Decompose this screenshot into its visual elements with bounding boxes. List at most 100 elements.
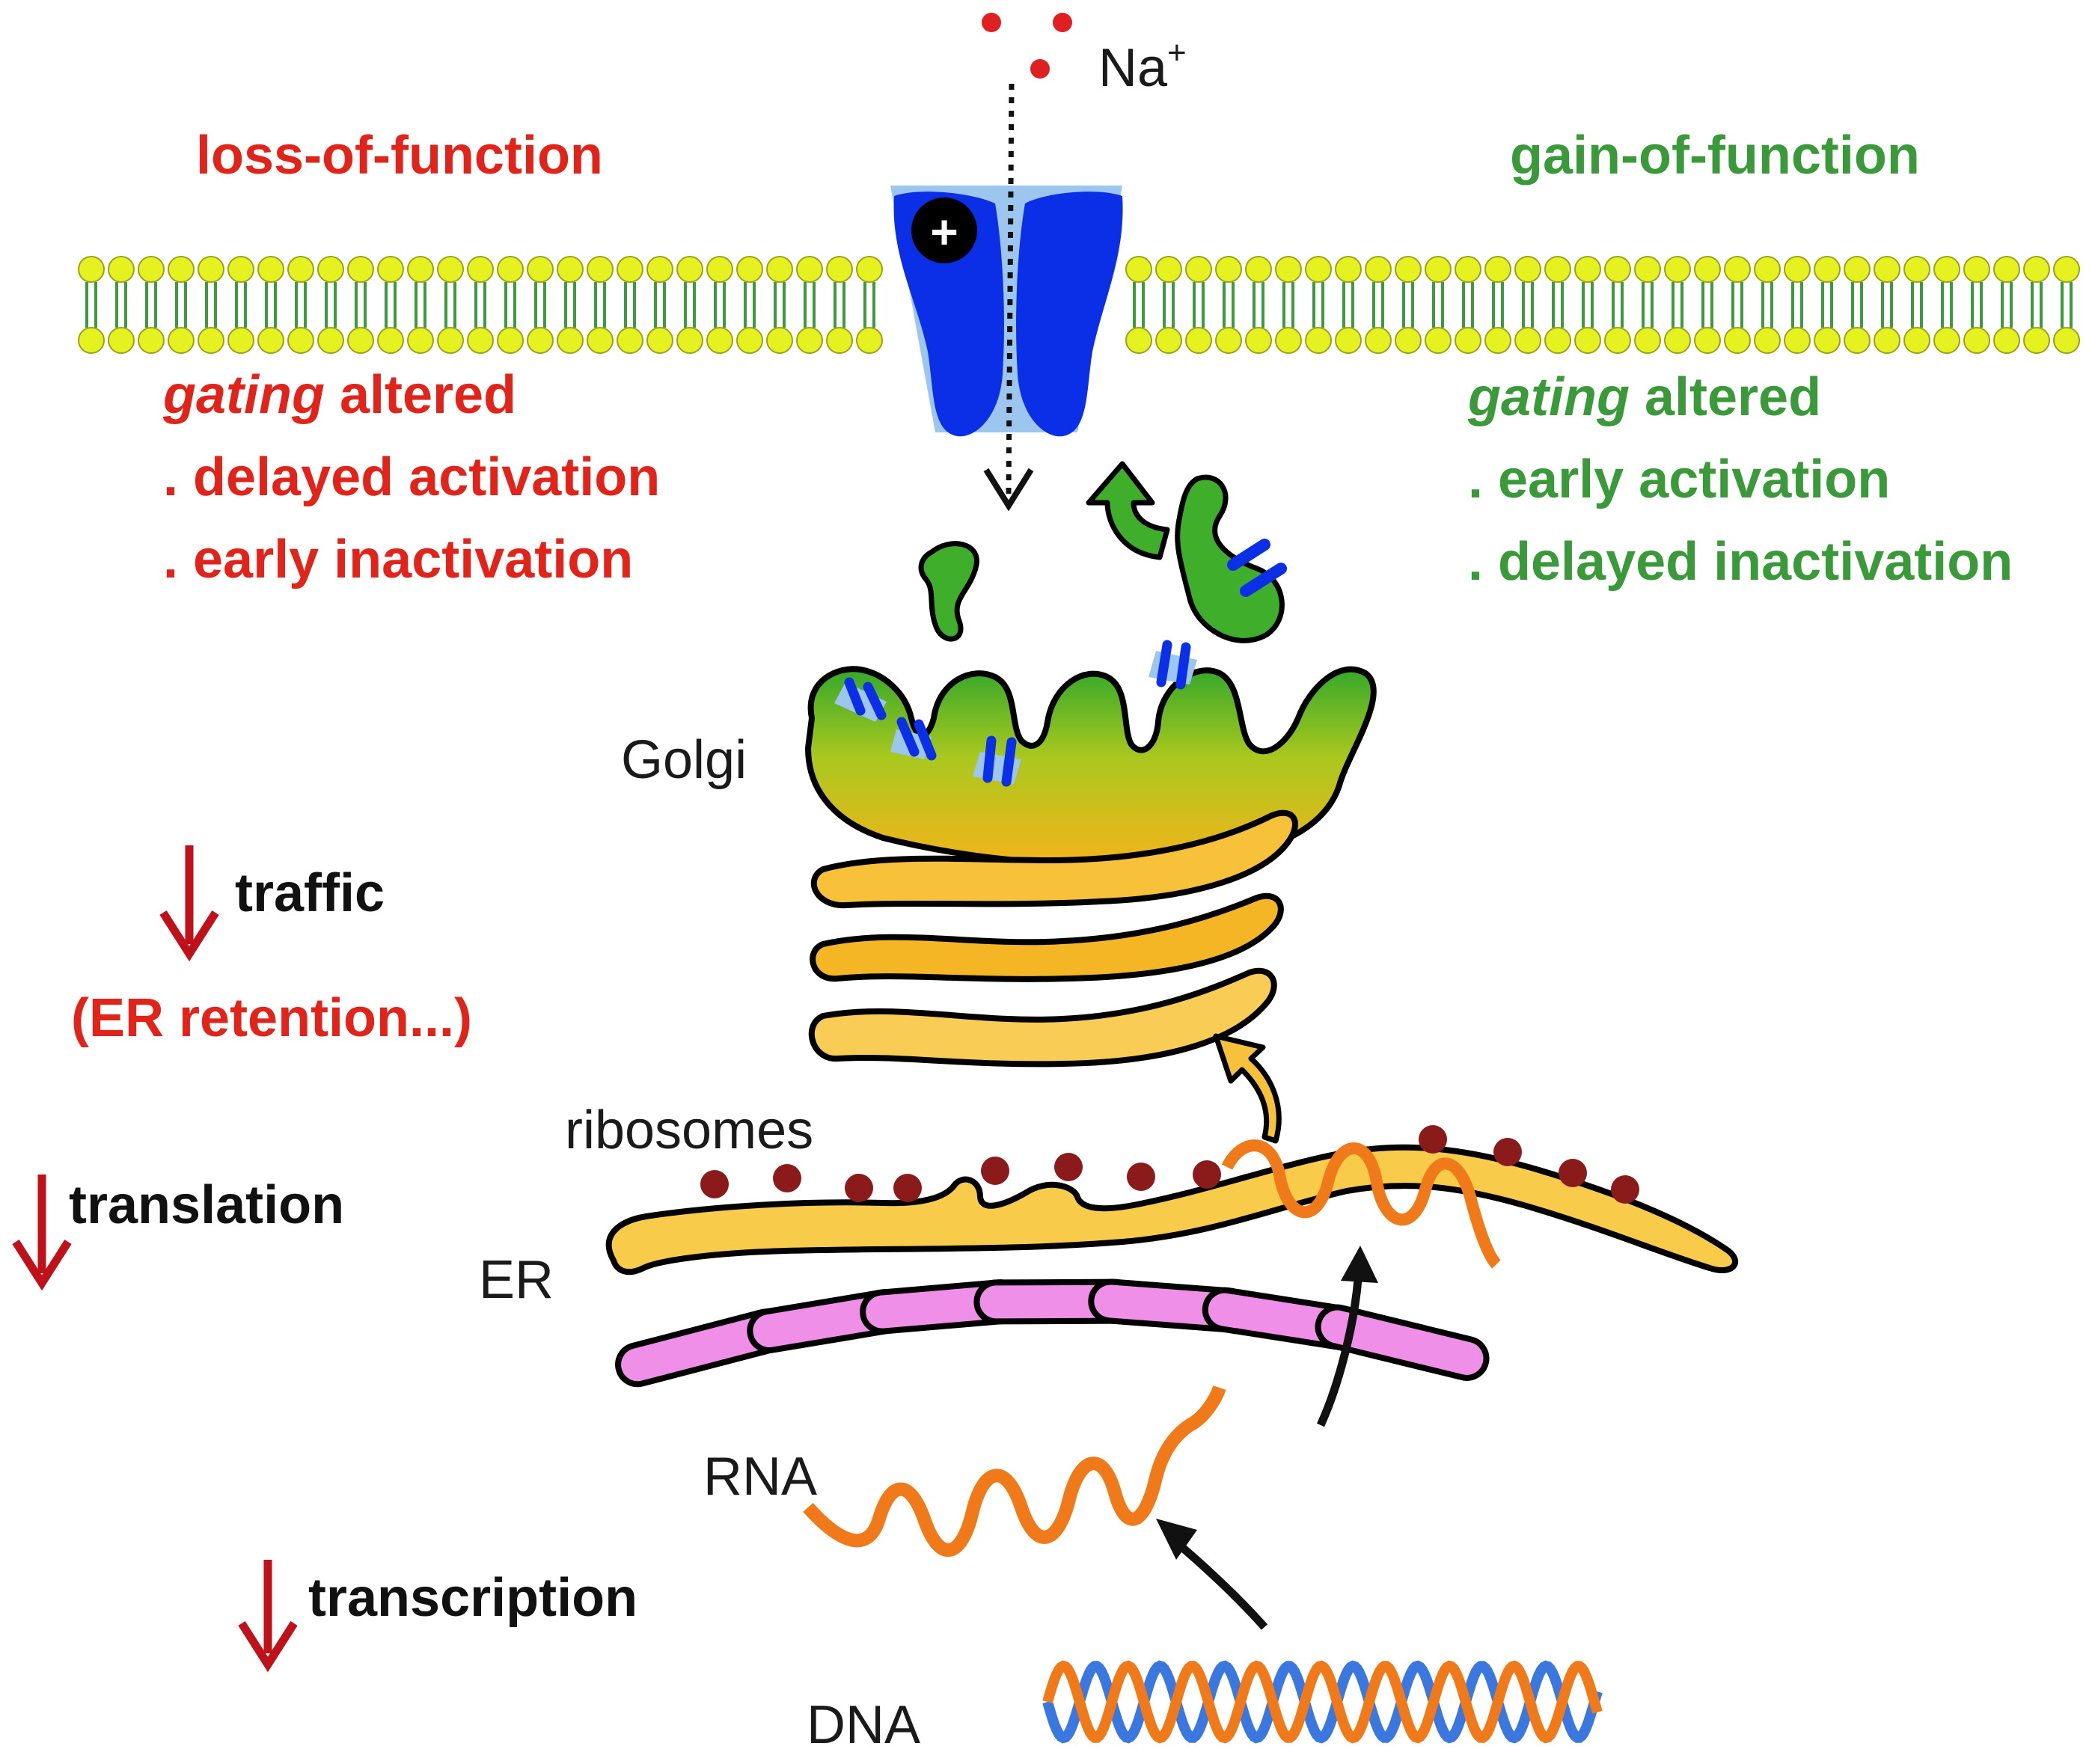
lipid-head	[467, 327, 494, 354]
lipid-head	[198, 327, 224, 354]
lipid-head	[1814, 327, 1841, 354]
er-label: ER	[479, 1250, 554, 1310]
channel-charge-label: +	[930, 205, 958, 259]
lipid-head	[1395, 327, 1422, 354]
rna-export-arrowhead	[1341, 1246, 1378, 1283]
lipid-head	[706, 327, 733, 354]
rna-strand	[803, 1385, 1226, 1557]
lipid-head	[257, 327, 284, 354]
nuclear-envelope	[615, 1278, 1490, 1388]
lipid-head	[1963, 327, 1990, 354]
channel-right-subunit	[1016, 192, 1123, 437]
lipid-head	[1455, 327, 1481, 354]
lipid-head	[527, 327, 554, 354]
lipid-head	[557, 327, 584, 354]
rna-on-er	[1221, 1139, 1502, 1269]
lipid-head	[1694, 327, 1721, 354]
lipid-head	[1604, 256, 1631, 283]
lipid-head	[1634, 256, 1661, 283]
dna-label: DNA	[807, 1695, 920, 1755]
lipid-head	[796, 327, 823, 354]
lipid-head	[1784, 327, 1811, 354]
lipid-head	[736, 256, 763, 283]
sodium-ion-icon	[982, 13, 1072, 79]
sodium-channel: +	[890, 186, 1123, 437]
golgi-apparatus	[804, 640, 1377, 1068]
ion-flow-arrowhead	[983, 468, 1034, 512]
ribosome-icon	[700, 1125, 1639, 1204]
golgi-cisterna-3	[810, 892, 1284, 982]
lipid-head	[1963, 256, 1990, 283]
lipid-head	[1814, 256, 1841, 283]
lipid-head	[1874, 256, 1900, 283]
lipid-head	[646, 327, 673, 354]
lipid-head	[1395, 256, 1422, 283]
lipid-head	[1724, 327, 1751, 354]
lipid-head	[1425, 256, 1452, 283]
lipid-head	[1215, 327, 1242, 354]
lipid-head	[168, 256, 195, 283]
lipid-head	[706, 256, 733, 283]
lipid-head	[826, 256, 853, 283]
traffic-label: traffic	[235, 863, 385, 923]
lipid-head	[317, 256, 344, 283]
lipid-head	[108, 327, 135, 354]
dna-double-helix	[1042, 1660, 1603, 1744]
lipid-head	[1574, 327, 1601, 354]
lipid-head	[766, 327, 793, 354]
lipid-head	[2023, 256, 2050, 283]
lipid-head	[2023, 327, 2050, 354]
lipid-head	[497, 256, 524, 283]
lipid-head	[1305, 327, 1332, 354]
lipid-head	[1185, 256, 1212, 283]
lipid-head	[347, 256, 374, 283]
loss-delayed-activation: . delayed activation	[163, 447, 660, 507]
lipid-head	[1933, 256, 1960, 283]
transcription-arrowhead	[1156, 1519, 1197, 1560]
lipid-head	[227, 327, 254, 354]
down-arrow-icon	[12, 1175, 72, 1291]
translation-label: translation	[69, 1175, 344, 1235]
lipid-head	[1484, 327, 1511, 354]
lipid-head	[1664, 327, 1691, 354]
gain-gating-altered: gating altered	[1467, 367, 1821, 427]
lipid-head	[1574, 256, 1601, 283]
lipid-head	[2053, 327, 2080, 354]
rna-export-arrow	[1316, 1278, 1362, 1427]
ribosome	[1559, 1159, 1587, 1187]
down-arrow-icon	[159, 845, 219, 962]
lipid-head	[617, 327, 643, 354]
lipid-head	[1903, 256, 1930, 283]
lipid-head	[467, 256, 494, 283]
lipid-head	[1754, 327, 1781, 354]
lipid-head	[1365, 256, 1392, 283]
lipid-head	[617, 256, 643, 283]
lipid-head	[1484, 256, 1511, 283]
lipid-head	[407, 327, 434, 354]
lipid-head	[407, 256, 434, 283]
ribosome	[1611, 1175, 1639, 1204]
lipid-head	[557, 256, 584, 283]
lipid-head	[1185, 327, 1212, 354]
lipid-head	[766, 256, 793, 283]
ribosome	[981, 1157, 1009, 1185]
lipid-head	[78, 327, 105, 354]
lipid-bilayer-membrane	[78, 256, 2080, 354]
lipid-head	[587, 256, 614, 283]
ribosomes-label: ribosomes	[565, 1100, 813, 1160]
lipid-head	[78, 256, 105, 283]
vesicle-icon	[918, 461, 1287, 643]
lipid-head	[347, 327, 374, 354]
rna-label: RNA	[703, 1447, 817, 1507]
ribosome	[845, 1174, 873, 1202]
loss-gating-altered: gating altered	[162, 365, 516, 425]
ribosome	[1493, 1138, 1522, 1166]
ribosome	[1127, 1163, 1155, 1191]
ribosome	[1419, 1125, 1447, 1154]
lipid-head	[676, 327, 703, 354]
er-to-golgi-arrow	[1213, 1033, 1282, 1144]
lipid-head	[826, 327, 853, 354]
dna-strand	[1042, 1660, 1603, 1744]
lipid-head	[736, 327, 763, 354]
